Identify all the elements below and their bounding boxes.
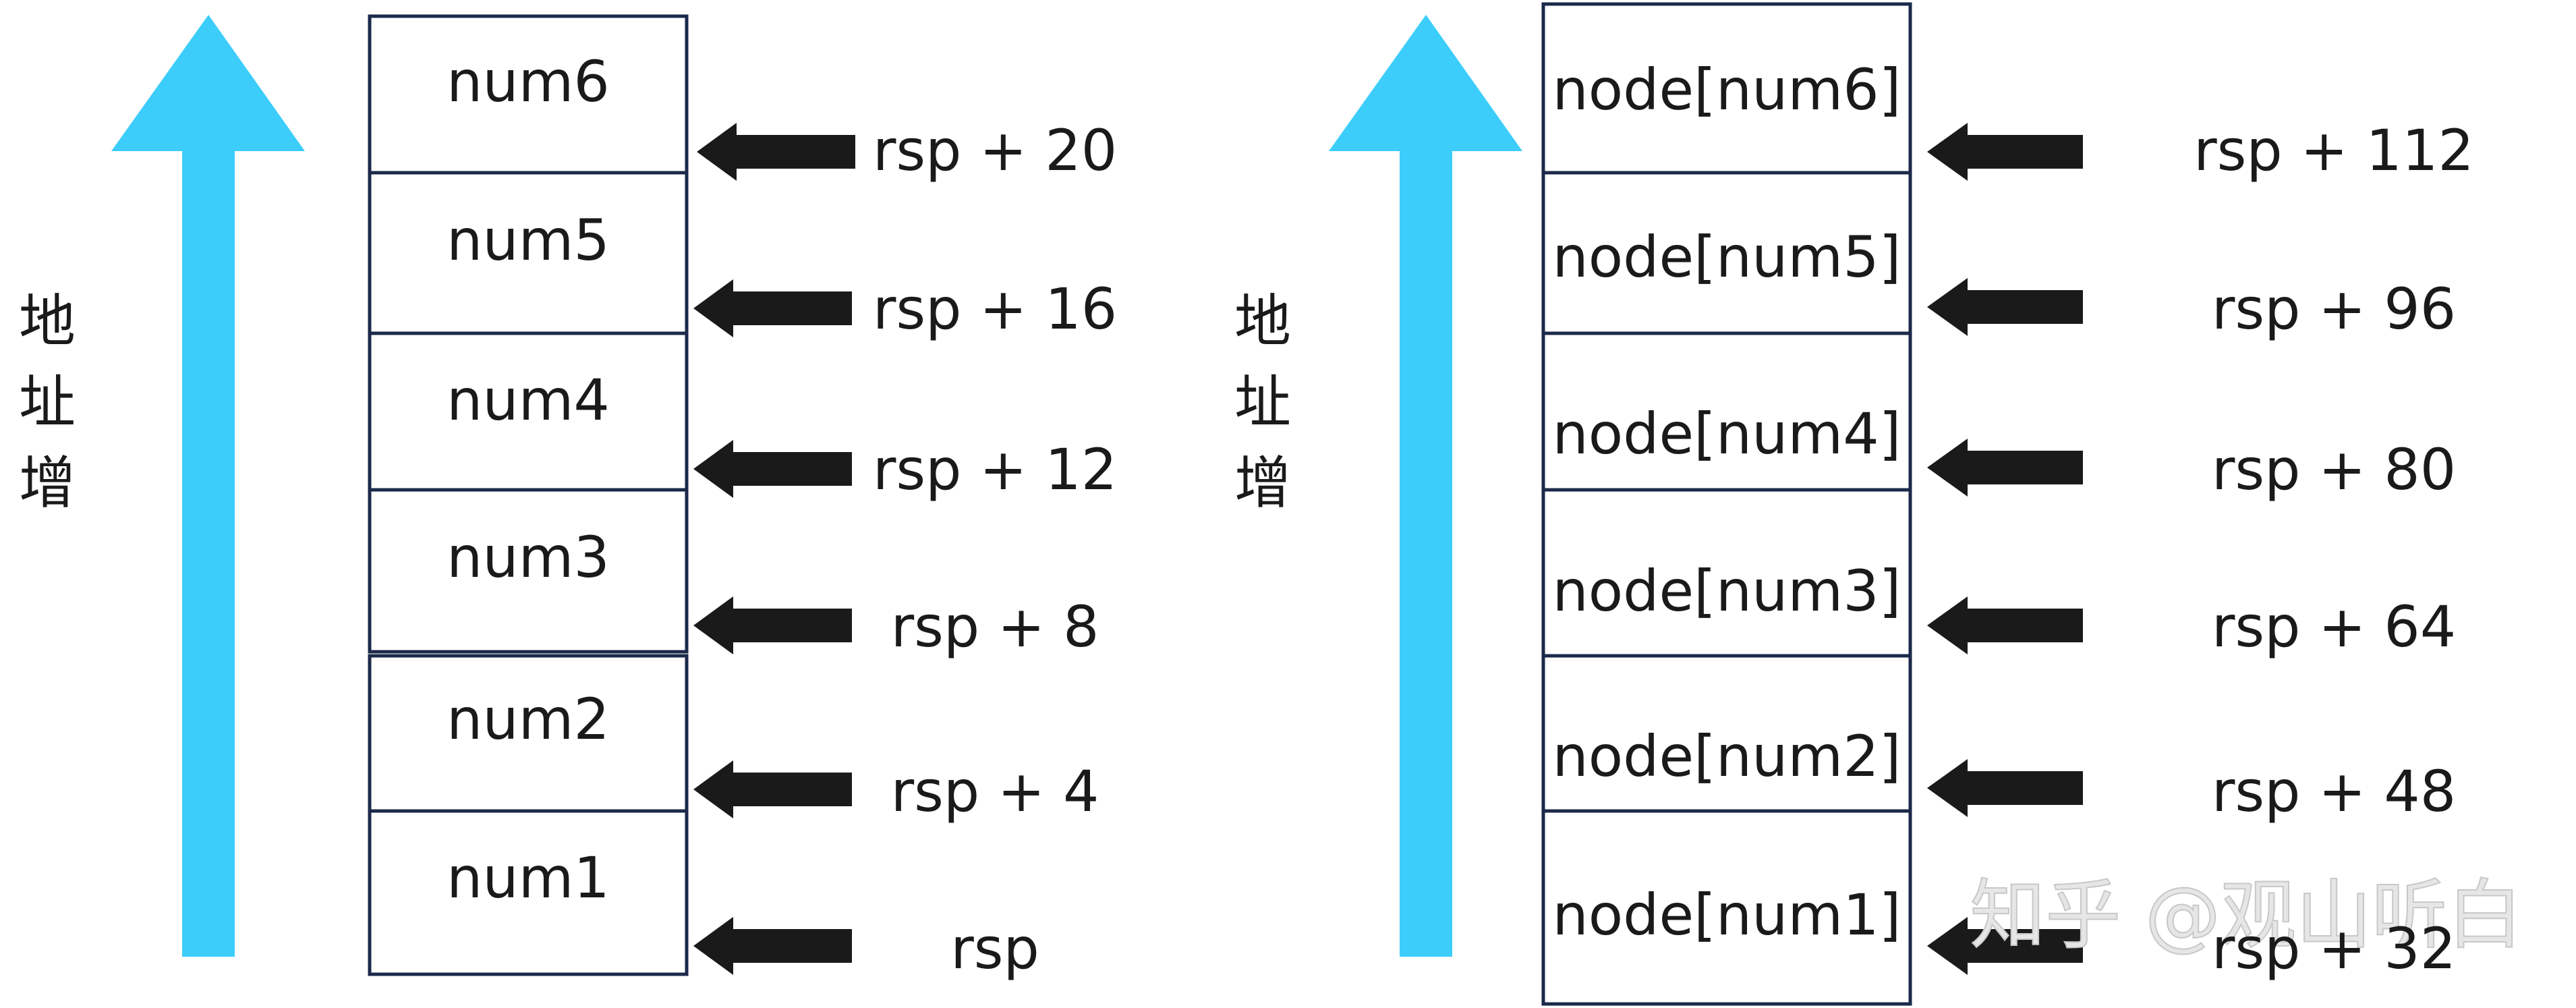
right-offset-label-6: rsp + 32 — [2212, 916, 2456, 982]
right-offset-label-1: rsp + 112 — [2194, 117, 2474, 184]
right-offset-label-3: rsp + 80 — [2212, 437, 2456, 503]
right-cell-label-5: node[num2] — [1553, 723, 1901, 789]
left-cell-1 — [368, 14, 689, 175]
left-axis-label-char-2: 址 — [19, 369, 76, 435]
right-stack: node[num6] node[num5] node[num4] node[nu… — [1541, 2, 1912, 1006]
right-panel: 地 址 增 node[num6] node[num5] node[num4] n… — [1234, 2, 2474, 1006]
right-cell-label-3: node[num4] — [1553, 401, 1901, 467]
left-stack: num6 num5 num4 num3 num2 num1 — [368, 14, 689, 976]
left-cell-label-1: num6 — [447, 49, 610, 115]
left-pointer-arrow-icon-1 — [697, 123, 855, 181]
right-offset-labels: rsp + 112 rsp + 96 rsp + 80 rsp + 64 rsp… — [2194, 117, 2474, 824]
left-pointer-arrow-icon-6 — [693, 917, 852, 975]
left-cell-3 — [368, 331, 689, 492]
right-axis-label-char-2: 址 — [1234, 369, 1291, 435]
right-pointer-arrow-icon-3 — [1927, 439, 2083, 497]
right-pointer-arrows — [1927, 123, 2083, 975]
right-axis-label-char-3: 增 — [1234, 450, 1291, 516]
left-offset-label-4: rsp + 8 — [891, 594, 1099, 660]
left-pointer-arrow-icon-4 — [693, 596, 852, 654]
left-pointer-arrow-icon-2 — [693, 279, 852, 337]
right-address-increase-arrow-icon — [1329, 15, 1522, 957]
right-cell-5 — [1541, 654, 1912, 813]
right-cell-label-6: node[num1] — [1553, 882, 1901, 948]
right-cell-label-2: node[num5] — [1553, 224, 1901, 290]
right-pointer-arrow-icon-4 — [1927, 596, 2083, 654]
left-cell-label-5: num2 — [447, 686, 610, 752]
right-cell-label-4: node[num3] — [1553, 558, 1901, 624]
left-cell-label-6: num1 — [447, 845, 610, 911]
right-cell-6 — [1541, 809, 1912, 1006]
left-axis-label-char-3: 增 — [19, 450, 76, 516]
left-pointer-arrow-icon-3 — [693, 440, 852, 498]
right-cell-2 — [1541, 171, 1912, 335]
right-offset-label-5: rsp + 48 — [2212, 758, 2456, 824]
left-address-increase-arrow-icon — [111, 15, 305, 957]
left-offset-labels: rsp + 20 rsp + 16 rsp + 12 rsp + 8 rsp +… — [873, 117, 1117, 982]
right-axis-label-char-1: 地 — [1234, 288, 1291, 354]
left-pointer-arrow-icon-5 — [693, 760, 852, 818]
left-offset-label-1: rsp + 20 — [873, 117, 1117, 184]
left-cell-6 — [368, 809, 689, 976]
left-offset-label-3: rsp + 12 — [873, 437, 1117, 503]
left-cell-label-3: num4 — [447, 367, 610, 433]
left-axis-label-char-1: 地 — [19, 288, 76, 354]
left-offset-label-2: rsp + 16 — [873, 276, 1117, 342]
left-offset-label-6: rsp — [950, 916, 1039, 982]
left-cell-label-2: num5 — [447, 207, 610, 273]
left-cell-4 — [368, 488, 689, 654]
left-pointer-arrows — [693, 123, 855, 975]
right-offset-label-2: rsp + 96 — [2212, 276, 2456, 342]
right-offset-label-4: rsp + 64 — [2212, 594, 2456, 660]
right-pointer-arrow-icon-1 — [1927, 123, 2083, 181]
right-pointer-arrow-icon-6 — [1927, 917, 2083, 975]
right-cell-label-1: node[num6] — [1553, 57, 1901, 123]
left-cell-label-4: num3 — [447, 524, 610, 590]
left-panel: 地 址 增 num6 num5 num4 num3 num2 num1 — [19, 14, 1117, 982]
left-cell-2 — [368, 171, 689, 335]
right-pointer-arrow-icon-5 — [1927, 759, 2083, 817]
watermark-text: 知乎 @观山听白 — [1970, 872, 2523, 959]
right-cell-4 — [1541, 488, 1912, 658]
right-pointer-arrow-icon-2 — [1927, 278, 2083, 336]
left-offset-label-5: rsp + 4 — [891, 758, 1099, 824]
